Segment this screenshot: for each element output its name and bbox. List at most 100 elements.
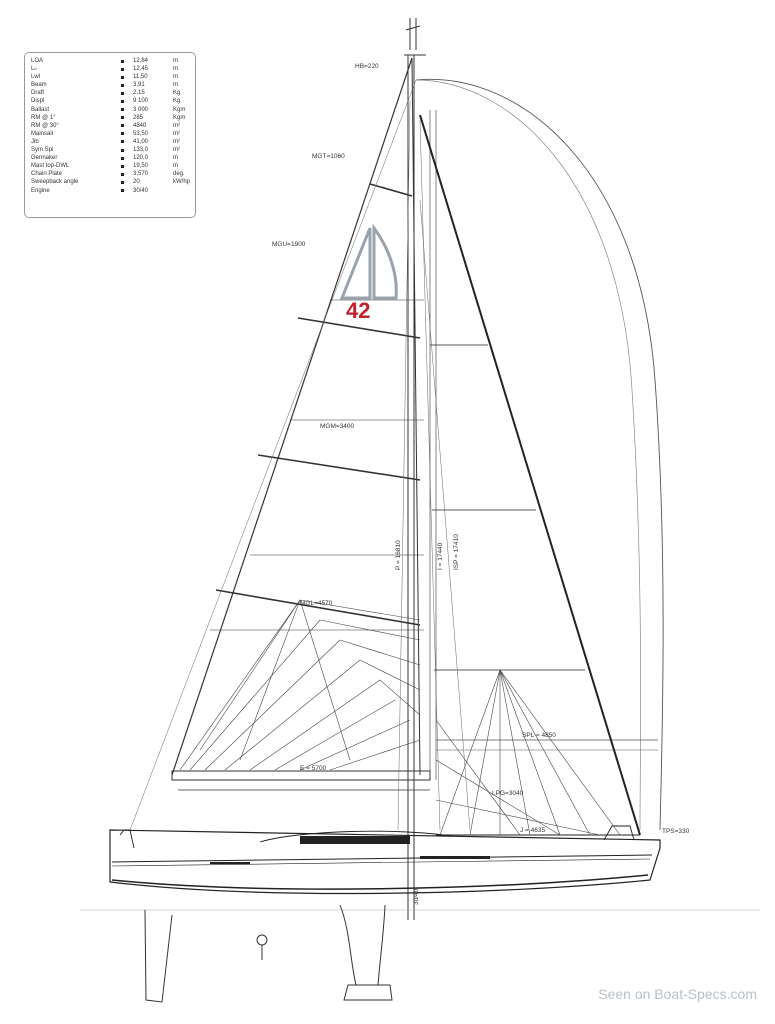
spec-value: 12,45 [133, 66, 149, 73]
mainsail-seams [179, 599, 421, 771]
spec-unit: m² [173, 130, 180, 137]
spec-value: 30/40 [133, 187, 149, 194]
label-isp: ISP = 17410 [453, 534, 460, 570]
bullet-icon [121, 148, 124, 152]
spec-row: RM @ 30° 4840 m² [31, 122, 191, 130]
spec-row: Jib 41,00 m² [31, 138, 191, 146]
spec-label: RM @ 1° [31, 114, 56, 121]
label-tps: TPS=330 [662, 828, 690, 835]
spec-unit: m² [173, 147, 180, 154]
label-p: P = 16810 [395, 540, 402, 570]
spec-unit: m² [173, 122, 180, 129]
spec-value: 53,50 [133, 130, 149, 137]
spec-label: Sym Spi [31, 147, 54, 154]
spec-row: Sweepback angle 20 kW/hp [31, 178, 191, 186]
spec-label: Mast top-DWL [31, 163, 70, 170]
rigging [129, 79, 471, 831]
spec-row: Gennaker 120,0 m [31, 154, 191, 162]
bullet-icon [121, 124, 124, 128]
spec-value: 41,00 [133, 138, 149, 145]
label-mgl: MGL=4570 [300, 600, 333, 607]
spec-value: 2,15 [133, 90, 145, 97]
spec-row: Mainsail 53,50 m² [31, 130, 191, 138]
label-j: J = 4635 [520, 827, 546, 834]
spec-value: 20 [133, 179, 140, 186]
spec-value: 120,0 [133, 155, 149, 162]
masthead [404, 18, 426, 56]
dimension-labels: HB=220 MGT=1060 MGU=1900 MGM=3400 MGL=45… [272, 63, 690, 905]
spec-row: Chain Plate 3,570 deg. [31, 170, 191, 178]
label-mgu: MGU=1900 [272, 241, 306, 248]
spec-unit: Kgm [173, 114, 186, 121]
spec-value: 285 [133, 114, 144, 121]
jib-seams [435, 669, 621, 836]
bullet-icon [121, 67, 124, 71]
bullet-icon [121, 108, 124, 112]
rudder [144, 909, 268, 1003]
spec-label: Lwl [31, 74, 41, 81]
spec-row: Ballast 3 000 Kgm [31, 106, 191, 114]
label-mgm: MGM=3400 [320, 423, 355, 430]
spec-unit: m [173, 58, 178, 64]
mast [407, 55, 437, 920]
spec-label: Gennaker [31, 155, 58, 162]
spec-label: Beam [31, 82, 47, 89]
spec-label: Ballast [31, 106, 50, 113]
spec-label: Displ [31, 98, 45, 105]
bullet-icon [121, 132, 124, 136]
spec-value: 3,570 [133, 171, 149, 178]
spec-value: 4840 [133, 122, 147, 129]
spec-value: 12,84 [133, 58, 149, 64]
hull [80, 825, 760, 911]
class-logo: 42 [339, 223, 398, 323]
label-mgt: MGT=1060 [312, 153, 345, 160]
spec-value: 11,50 [133, 74, 148, 81]
spec-unit: m² [173, 138, 180, 145]
spec-label: Chain Plate [31, 171, 63, 178]
bullet-icon [121, 83, 124, 87]
bullet-icon [121, 172, 124, 176]
spec-unit: m [173, 66, 178, 73]
bullet-icon [121, 164, 124, 168]
label-cable: 30/40 [413, 888, 420, 905]
spec-unit: Kg [173, 90, 181, 97]
label-hb: HB=220 [355, 63, 379, 70]
spec-label: Jib [31, 138, 39, 145]
bullet-icon [121, 59, 124, 63]
bullet-icon [121, 75, 124, 79]
spec-label: LOA [31, 58, 44, 64]
bullet-icon [121, 91, 124, 95]
spec-unit: m [173, 163, 178, 170]
label-spl: SPL = 4850 [522, 732, 556, 739]
spec-label: Mainsail [31, 130, 54, 137]
label-lpg: LPG=3040 [492, 790, 524, 797]
spec-value: 9 100 [133, 98, 149, 105]
jib [419, 114, 641, 836]
spec-label: Lₕ [31, 66, 37, 73]
keel [339, 904, 393, 1001]
spec-row: RM @ 1° 285 Kgm [31, 114, 191, 122]
bullet-icon [121, 189, 124, 192]
bullet-icon [121, 140, 124, 144]
bullet-icon [121, 99, 124, 103]
spec-unit: Kgm [173, 106, 186, 113]
bullet-icon [121, 156, 124, 160]
spec-unit: m [173, 155, 178, 162]
spec-row: Lₕ 12,45 m [31, 65, 191, 73]
label-i: I = 17440 [437, 542, 444, 570]
label-e: E = 5700 [300, 765, 327, 772]
spec-label: Sweepback angle [31, 179, 79, 186]
spec-value: 3 000 [133, 106, 149, 113]
spec-label: RM @ 30° [31, 122, 59, 129]
spec-unit: kW/hp [173, 179, 191, 186]
spec-row: LOA 12,84 m [31, 57, 191, 65]
spec-unit: m [173, 82, 178, 89]
spec-unit: deg. [173, 171, 185, 178]
